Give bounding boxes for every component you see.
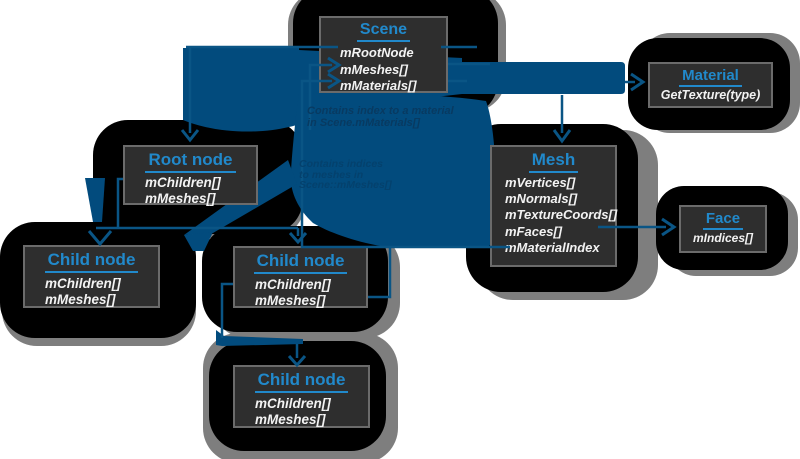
scene-field-mrootnode: mRootNode: [340, 45, 414, 61]
ribbon-tip-to-child1: [85, 178, 105, 222]
scene-black-blob: [293, 0, 498, 116]
child2-field-mmeshes: mMeshes[]: [255, 293, 326, 309]
child-node-2-title: Child node: [235, 251, 366, 274]
child1-black-blob: [0, 222, 196, 338]
ribbon-tail-tip: [184, 232, 213, 251]
scene-title: Scene: [321, 21, 446, 43]
line-child2-mmeshes-to-ribbon: [368, 247, 392, 299]
black-blobs: [0, 0, 790, 451]
root-field-mchildren: mChildren[]: [145, 174, 221, 190]
arrow-scene-mrootnode-to-rootnode: [186, 45, 338, 133]
root-black-blob: [93, 120, 303, 234]
arrowhead-down-child1: [87, 230, 113, 247]
child1-field-mmeshes: mMeshes[]: [45, 292, 116, 308]
child3-field-mchildren: mChildren[]: [255, 395, 331, 411]
line-scene-right-stubs: [448, 62, 490, 83]
big-ribbon-arrow: [85, 48, 625, 346]
material-black-blob: [628, 38, 790, 130]
arrowhead-down-child2: [288, 232, 308, 245]
root-field-mmeshes: mMeshes[]: [145, 191, 216, 207]
child2-field-mchildren: mChildren[]: [255, 276, 331, 292]
arrow-child2-mchildren-to-child3: [220, 282, 299, 358]
scene-gray-blob: [288, 0, 506, 112]
child-node-1-title: Child node: [25, 250, 158, 273]
child1-gray-blob: [2, 230, 196, 346]
root-node-title: Root node: [125, 150, 256, 173]
ribbon-band-to-child3: [216, 330, 303, 346]
face-field-mindices: mIndices[]: [692, 231, 753, 246]
root-node-box: Root node mChildren[] mMeshes[]: [123, 145, 258, 207]
mesh-black-blob: [466, 124, 638, 292]
mesh-field-mnormals: mNormals[]: [505, 190, 578, 206]
child-node-3-box: Child node mChildren[] mMeshes[]: [233, 365, 370, 428]
scene-field-mmeshes: mMeshes[]: [340, 61, 408, 77]
arrowhead-right-scene-mmeshes: [327, 56, 342, 74]
arrowhead-down-rootnode: [180, 129, 200, 143]
child2-gray-blob: [212, 232, 400, 338]
face-title: Face: [681, 210, 765, 231]
child-node-2-box: Child node mChildren[] mMeshes[]: [233, 246, 368, 308]
mesh-title: Mesh: [492, 150, 615, 173]
face-black-blob: [656, 186, 788, 270]
mesh-field-mmaterialindex: mMaterialIndex: [505, 240, 600, 256]
ribbon-band-to-material: [460, 62, 625, 94]
face-gray-blob: [668, 192, 798, 276]
mesh-gray-blob: [478, 130, 658, 300]
mesh-field-mvertices: mVertices[]: [505, 174, 576, 190]
ribbon-behind-scene: [299, 50, 462, 112]
arrowhead-right-face: [661, 217, 677, 237]
arrow-into-scene-mmeshes: [308, 63, 332, 130]
material-title: Material: [650, 67, 771, 88]
material-box: Material GetTexture(type): [648, 62, 773, 108]
material-index-note: Contains index to a material in Scene.mM…: [307, 105, 454, 129]
arrowhead-right-scene-mmaterials: [327, 72, 342, 90]
mesh-indices-note: Contains indices to meshes in Scene::mMe…: [299, 158, 392, 192]
child3-black-blob: [209, 341, 386, 451]
child1-field-mchildren: mChildren[]: [45, 275, 121, 291]
arrowhead-down-child3: [287, 355, 307, 368]
ribbon-topleft-block: [183, 48, 300, 132]
arrow-root-mchildren-to-children: [96, 177, 298, 230]
mesh-box: Mesh mVertices[] mNormals[] mTextureCoor…: [490, 145, 617, 267]
arrow-mmaterialindex-to-scene-mmaterials: [300, 79, 510, 249]
mesh-field-mtexturecoords: mTextureCoords[]: [505, 207, 618, 223]
ribbon-middle-mass: [290, 92, 496, 248]
child3-field-mmeshes: mMeshes[]: [255, 412, 326, 428]
scene-field-mmaterials: mMaterials[]: [340, 78, 417, 94]
face-box: Face mIndices[]: [679, 205, 767, 253]
child-node-3-title: Child node: [235, 370, 368, 393]
scene-box: Scene mRootNode mMeshes[] mMaterials[]: [319, 16, 448, 93]
child3-gray-blob: [203, 333, 398, 459]
root-gray-blob: [103, 126, 305, 238]
material-gray-blob: [640, 33, 800, 133]
arrowhead-down-mesh: [552, 129, 572, 144]
arrowhead-right-material: [630, 72, 646, 92]
material-field-gettexture: GetTexture(type): [660, 88, 761, 103]
child2-black-blob: [202, 226, 388, 332]
child-node-1-box: Child node mChildren[] mMeshes[]: [23, 245, 160, 308]
ribbon-tail-link: [184, 160, 297, 235]
mesh-field-mfaces: mFaces[]: [505, 223, 563, 239]
